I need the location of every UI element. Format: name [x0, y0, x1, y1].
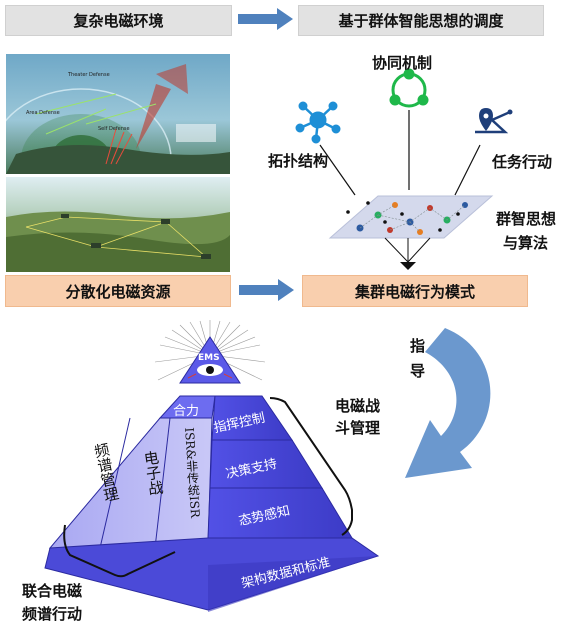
battle-mgmt-label-line2: 斗管理 — [335, 419, 381, 437]
base-standards-label: 架构数据和标准 — [240, 555, 332, 592]
apex-signal-lines — [187, 373, 233, 379]
base-layer — [44, 537, 380, 611]
joint-ops-label-line2: 频谱行动 — [22, 605, 83, 623]
topology-icon — [295, 101, 341, 144]
distributed-em-resources-box: 分散化电磁资源 — [5, 275, 231, 307]
synergy-label: 合力 — [173, 404, 200, 419]
electronic-warfare-label: 电子战 — [140, 449, 166, 497]
apex-rays — [154, 320, 266, 381]
area-defense-tag: Area Defense — [26, 110, 60, 116]
algo-label-line2: 与算法 — [503, 234, 549, 252]
isr-label: ISR&非传统ISR — [181, 426, 203, 519]
coordination-icon — [389, 68, 429, 108]
apex-ems-text: EMS — [198, 353, 220, 363]
theater-defense-tag: Theater Defense — [67, 72, 110, 78]
distributed-em-resources-label: 分散化电磁资源 — [65, 282, 171, 301]
swarm-nodes — [346, 201, 468, 235]
joint-ops-bracket — [63, 524, 176, 578]
command-control-label: 指挥控制 — [212, 410, 267, 437]
guide-label-1: 指 — [410, 337, 426, 355]
joint-ops-label-line1: 联合电磁 — [22, 582, 83, 600]
eye-icon — [197, 364, 223, 376]
battle-mgmt-label-line1: 电磁战 — [335, 397, 381, 415]
swarm-scheduling-box: 基于群体智能思想的调度 — [298, 5, 544, 36]
complex-em-environment-box: 复杂电磁环境 — [5, 5, 232, 36]
guide-label-2: 导 — [410, 362, 426, 380]
cluster-em-behavior-box: 集群电磁行为模式 — [302, 275, 528, 307]
topology-label: 拓扑结构 — [268, 152, 329, 170]
defense-illustration-photo: Theater Defense Area Defense Self Defens… — [6, 54, 230, 174]
self-defense-tag: Self Defense — [98, 126, 130, 132]
algo-label-line1: 群智思想 — [496, 210, 557, 228]
mission-label: 任务行动 — [492, 153, 553, 171]
spectrum-management-label: 频谱管理 — [90, 441, 122, 504]
funnel-tip — [400, 262, 416, 270]
cluster-em-behavior-label: 集群电磁行为模式 — [354, 282, 475, 301]
swarm-scheduling-label: 基于群体智能思想的调度 — [338, 12, 504, 30]
mission-icon — [475, 108, 513, 134]
mission-connector — [454, 144, 481, 196]
battlefield-network-photo — [6, 177, 230, 272]
situational-awareness-label: 态势感知 — [237, 503, 292, 530]
swarm-algorithm-plane — [328, 195, 494, 239]
coordination-label: 协同机制 — [372, 54, 433, 72]
complex-em-environment-label: 复杂电磁环境 — [73, 12, 164, 30]
decision-support-label: 决策支持 — [224, 456, 279, 483]
